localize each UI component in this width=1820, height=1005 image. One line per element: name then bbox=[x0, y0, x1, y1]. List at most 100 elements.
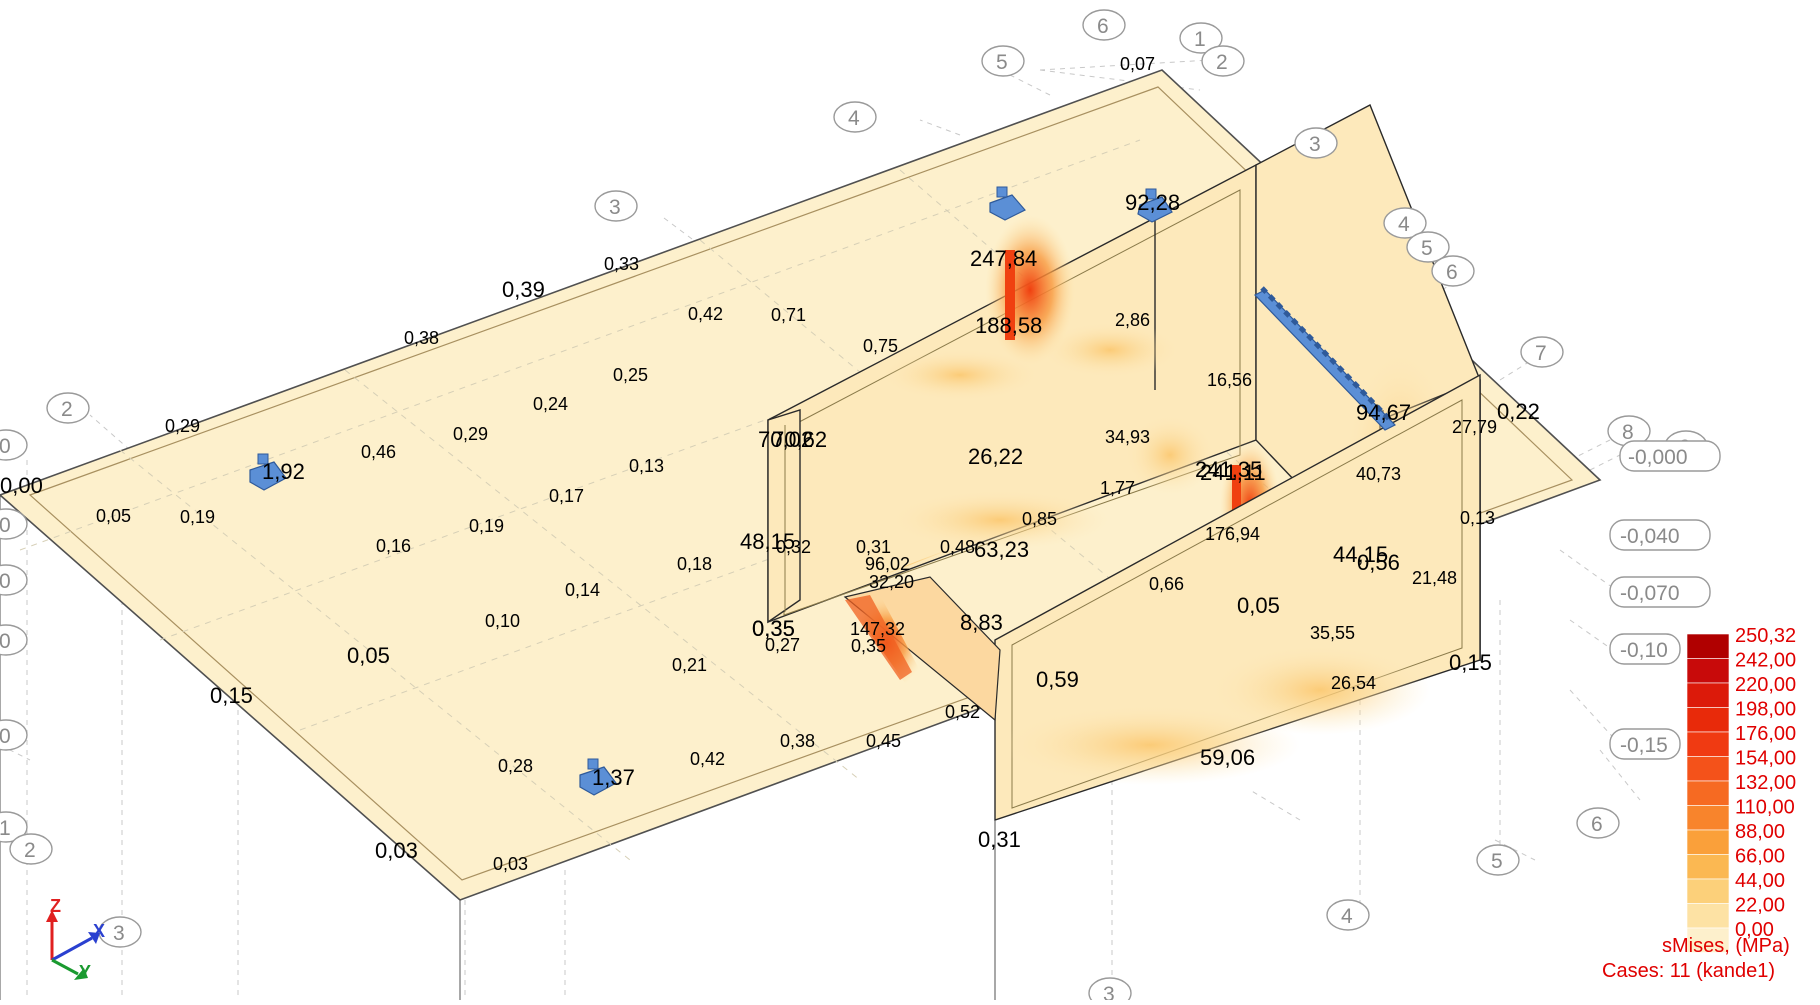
value-label: 59,06 bbox=[1200, 745, 1255, 770]
line-support[interactable] bbox=[1254, 286, 1396, 431]
grid-bubble[interactable]: 5 bbox=[1476, 844, 1520, 876]
level-tag[interactable]: -0,000 bbox=[1619, 440, 1721, 472]
support-point[interactable] bbox=[579, 758, 617, 796]
grid-bubble[interactable]: 3 bbox=[1294, 127, 1338, 159]
value-label: 0,05 bbox=[96, 506, 131, 526]
value-label: 0,52 bbox=[945, 702, 980, 722]
value-label: 0,35 bbox=[851, 636, 886, 656]
value-label: 0,42 bbox=[688, 304, 723, 324]
grid-bubble[interactable]: 4 bbox=[833, 101, 877, 133]
legend-cases: Cases: 11 (kande1) bbox=[1602, 960, 1775, 982]
axis-x-label: X bbox=[93, 921, 105, 941]
grid-bubble[interactable]: 5 bbox=[1406, 231, 1450, 263]
value-label: 0,38 bbox=[404, 328, 439, 348]
legend-value: 66,00 bbox=[1735, 846, 1785, 868]
svg-text:6: 6 bbox=[1097, 15, 1109, 38]
wall-panel-diagonal[interactable] bbox=[843, 576, 1001, 722]
grid-bubble[interactable]: 0 bbox=[0, 564, 28, 596]
svg-text:2: 2 bbox=[24, 839, 36, 862]
svg-text:6: 6 bbox=[1446, 261, 1458, 284]
value-label: 0,15 bbox=[1449, 650, 1492, 675]
legend-swatch bbox=[1686, 633, 1730, 659]
grid-bubble[interactable]: 2 bbox=[46, 392, 90, 424]
svg-text:3: 3 bbox=[1103, 983, 1115, 1000]
color-legend: 250,32242,00220,00198,00176,00154,00132,… bbox=[1686, 625, 1796, 953]
svg-text:2: 2 bbox=[1216, 51, 1228, 74]
level-tags: -0,000 -0,040 -0,070 -0,10 -0,15 bbox=[1609, 440, 1721, 760]
legend-value: 220,00 bbox=[1735, 674, 1796, 696]
wall-panel-front[interactable] bbox=[994, 373, 1481, 1000]
value-label: 26,22 bbox=[968, 444, 1023, 469]
grid-bubble[interactable]: 3 bbox=[594, 190, 638, 222]
value-label: 0,46 bbox=[361, 442, 396, 462]
axis-y-label: Y bbox=[79, 962, 91, 982]
grid-bubble[interactable]: 0 bbox=[0, 719, 28, 751]
grid-bubble[interactable]: 3 bbox=[98, 916, 142, 948]
value-label: 0,28 bbox=[498, 756, 533, 776]
grid-bubble[interactable]: 7 bbox=[1520, 336, 1564, 368]
value-label: 0,00 bbox=[0, 473, 43, 498]
grid-bubble[interactable]: 2 bbox=[1201, 45, 1245, 77]
svg-text:-0,15: -0,15 bbox=[1620, 734, 1668, 757]
grid-bubble[interactable]: 0 bbox=[0, 624, 28, 656]
svg-text:0: 0 bbox=[0, 570, 11, 593]
support-point[interactable] bbox=[249, 453, 287, 491]
value-label: 147,32 bbox=[850, 619, 905, 639]
level-tag[interactable]: -0,15 bbox=[1609, 728, 1681, 760]
support-point[interactable] bbox=[1137, 188, 1173, 223]
value-label: 32,20 bbox=[869, 572, 914, 592]
value-label: 241,35 bbox=[1195, 457, 1262, 482]
legend-value: 0,00 bbox=[1735, 919, 1774, 941]
grid-bubble[interactable]: 5 bbox=[981, 45, 1025, 77]
value-label: 188,58 bbox=[975, 313, 1042, 338]
value-label: 0,03 bbox=[375, 838, 418, 863]
grid-bubble[interactable]: 1 bbox=[0, 811, 28, 843]
svg-text:-0,000: -0,000 bbox=[1628, 446, 1688, 469]
level-tag[interactable]: -0,070 bbox=[1609, 576, 1711, 608]
legend-value: 88,00 bbox=[1735, 821, 1785, 843]
grid-bubble[interactable]: 1 bbox=[1179, 22, 1223, 54]
value-label: 21,48 bbox=[1412, 568, 1457, 588]
value-label: 94,67 bbox=[1356, 400, 1411, 425]
value-label: 92,28 bbox=[1125, 190, 1180, 215]
value-label: 0,31 bbox=[856, 537, 891, 557]
level-tag[interactable]: -0,10 bbox=[1609, 633, 1681, 665]
supports[interactable] bbox=[249, 186, 1396, 796]
value-label: 0,05 bbox=[347, 643, 390, 668]
legend-value: 132,00 bbox=[1735, 772, 1796, 794]
value-label: 0,13 bbox=[1460, 508, 1495, 528]
level-tag[interactable]: -0,040 bbox=[1609, 519, 1711, 551]
svg-text:0: 0 bbox=[0, 630, 11, 653]
value-label: 0,32 bbox=[776, 537, 811, 557]
grid-bubble[interactable]: 6 bbox=[1082, 9, 1126, 41]
value-label: 0,10 bbox=[485, 611, 520, 631]
value-label: 1,77 bbox=[1100, 478, 1135, 498]
value-label: 1,37 bbox=[592, 765, 635, 790]
value-label: 0,03 bbox=[493, 854, 528, 874]
grid-bubble[interactable]: 0 bbox=[0, 429, 28, 461]
grid-bubble[interactable]: 4 bbox=[1383, 207, 1427, 239]
value-label: 0,38 bbox=[780, 731, 815, 751]
grid-bubble[interactable]: 6 bbox=[1576, 807, 1620, 839]
grid-bubble[interactable]: 0 bbox=[0, 508, 28, 540]
svg-text:0: 0 bbox=[0, 514, 11, 537]
legend-value: 154,00 bbox=[1735, 748, 1796, 770]
grid-bubble[interactable]: 6 bbox=[1431, 255, 1475, 287]
svg-text:3: 3 bbox=[1309, 133, 1321, 156]
grid-bubble[interactable]: 2 bbox=[9, 833, 53, 865]
svg-text:3: 3 bbox=[609, 196, 621, 219]
value-label: 0,39 bbox=[502, 277, 545, 302]
grid-bubble[interactable]: 3 bbox=[1088, 977, 1132, 1005]
grid-bubble[interactable]: 4 bbox=[1326, 899, 1370, 931]
svg-text:3: 3 bbox=[113, 922, 125, 945]
value-label: 0,14 bbox=[565, 580, 600, 600]
wall-panel-left[interactable] bbox=[767, 409, 801, 624]
value-label: 0,19 bbox=[180, 507, 215, 527]
value-label: 0,25 bbox=[613, 365, 648, 385]
support-point[interactable] bbox=[989, 186, 1026, 221]
grid-bubbles: 6 1 2 5 4 3 3 4 5 6 7 8 9 2 6 5 4 3 1 2 … bbox=[0, 9, 1708, 1005]
legend-swatch bbox=[1686, 805, 1730, 831]
value-label: 0,45 bbox=[866, 731, 901, 751]
